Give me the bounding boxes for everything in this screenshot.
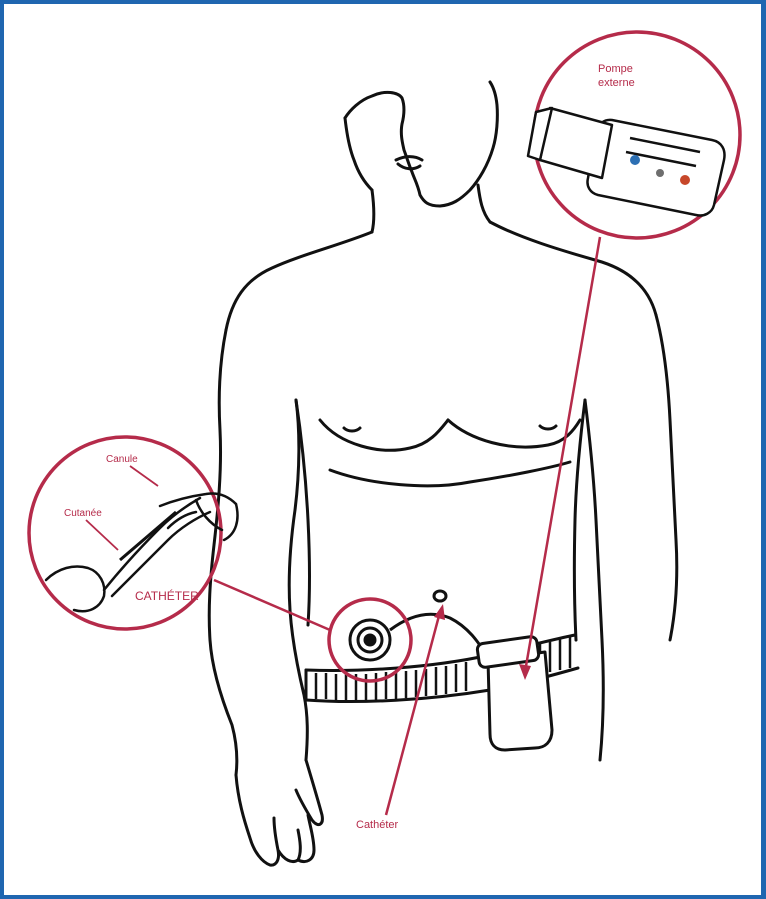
pump-button-red: [680, 175, 690, 185]
abdomen-line: [330, 462, 570, 486]
label-pump-line1: Pompe: [598, 63, 633, 75]
hand-left: [236, 760, 322, 865]
needle: [120, 512, 176, 560]
arm-right-outer: [656, 315, 677, 640]
label-catheter-closeup: CATHÉTER: [135, 588, 199, 603]
arm-left-inner: [289, 400, 307, 760]
nipple-left: [344, 428, 360, 431]
shoulder-left: [226, 232, 372, 330]
neck-left: [372, 190, 374, 232]
label-pump-line2: externe: [598, 77, 635, 89]
torso-right: [574, 400, 585, 640]
pump-button-blue: [630, 155, 640, 165]
label-catheter-bottom: Cathéter: [356, 819, 399, 831]
label-cutaneous: Cutanée: [64, 508, 102, 519]
arm-right-inner: [585, 400, 603, 760]
chest-line: [320, 420, 448, 450]
chest-line-right: [448, 420, 580, 447]
arm-left-outer: [209, 330, 237, 775]
head-top: [345, 118, 372, 190]
shoulder-right: [490, 222, 656, 315]
label-canule: Canule: [106, 454, 138, 465]
pump-button-gray: [656, 169, 664, 177]
pump-holster: [477, 636, 552, 750]
neck-right: [478, 185, 490, 222]
nipple-right: [540, 426, 556, 429]
body-illustration: [209, 82, 677, 865]
